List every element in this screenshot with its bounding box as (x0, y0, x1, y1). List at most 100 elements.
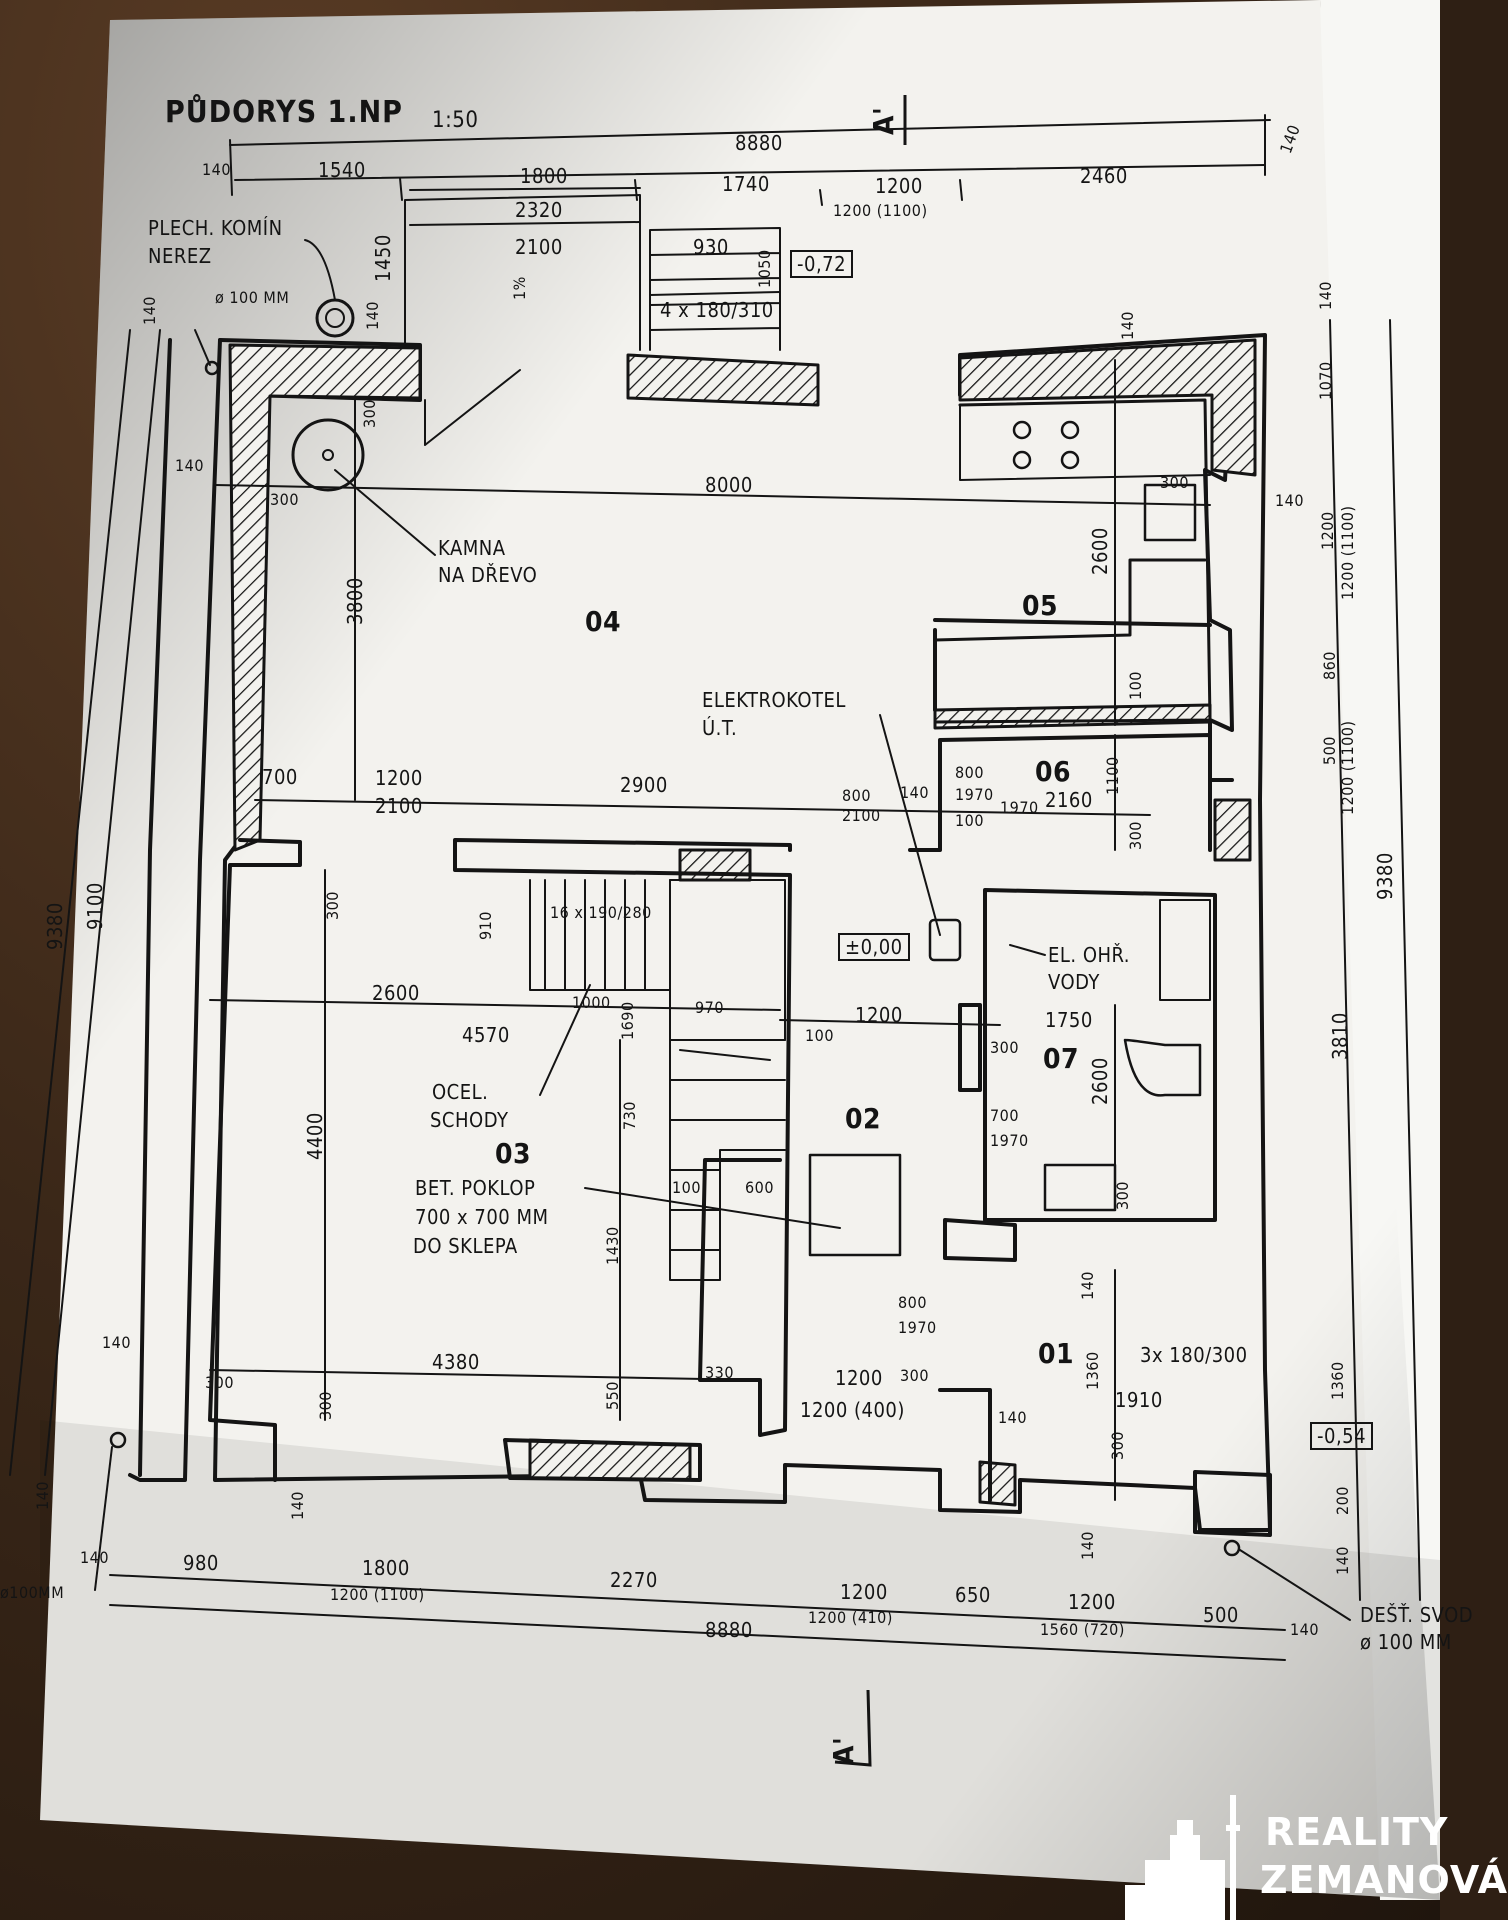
dim: 2270 (610, 1568, 658, 1592)
dim: 300 (323, 891, 342, 920)
leader-line (334, 469, 436, 556)
interior-wall (958, 1003, 982, 1092)
interior-wall (983, 888, 1217, 1222)
dim: 1800 (362, 1556, 410, 1580)
kitchen-counter-edge (959, 404, 1211, 481)
leader-line (879, 714, 941, 936)
dim: 1200 (835, 1366, 883, 1390)
interior-wall (208, 838, 302, 1482)
dim-line (109, 1574, 1286, 1661)
dim: 730 (620, 1101, 639, 1130)
dim: 1200 (1100) (1338, 720, 1357, 815)
dim: 16 x 190/280 (550, 903, 652, 922)
stove (291, 418, 365, 492)
interior-wall (938, 1388, 992, 1502)
dim: 1070 (1316, 361, 1335, 400)
dim: 1970 (990, 1131, 1029, 1150)
dim: 200 (1333, 1486, 1352, 1515)
dim: 300 (1108, 1431, 1127, 1460)
dim: 1800 (520, 164, 568, 188)
dim: 800 (842, 786, 871, 805)
note-chimney: NEREZ (148, 244, 212, 268)
toilet (1123, 1038, 1202, 1097)
dim-line (9, 319, 1421, 1601)
wall-hatch (1213, 798, 1252, 862)
dim: 800 (898, 1293, 927, 1312)
door-swing (424, 369, 521, 446)
dim: 140 (102, 1333, 131, 1352)
leader-line (194, 329, 211, 366)
leader-line (1009, 944, 1046, 956)
note-hatch: DO SKLEPA (413, 1234, 518, 1258)
dim: 550 (603, 1381, 622, 1410)
watermark-text: ZEMANOVÁ (1260, 1858, 1508, 1902)
dim-line (229, 114, 1266, 206)
hob-burner (1060, 450, 1080, 470)
shower (1159, 899, 1211, 1001)
stair-treads (529, 879, 671, 991)
dim: 100 (1126, 671, 1145, 700)
dim: 1740 (722, 172, 770, 196)
downspout (109, 1431, 127, 1449)
dim: 2600 (1088, 1057, 1112, 1105)
dim: 1970 (898, 1318, 937, 1337)
dim: 4570 (462, 1023, 510, 1047)
room-number: 01 (1038, 1337, 1075, 1370)
dim: 2100 (375, 794, 423, 818)
dim: 1200 (875, 174, 923, 198)
dim: 140 (1316, 281, 1335, 310)
dim: 1200 (1068, 1590, 1116, 1614)
dim: 140 (1078, 1531, 1097, 1560)
dim: 650 (955, 1583, 991, 1607)
dim: 4380 (432, 1350, 480, 1374)
interior-wall (908, 733, 1212, 852)
dim: 9100 (83, 882, 107, 930)
leader-line (94, 1446, 113, 1591)
dim: 140 (288, 1491, 307, 1520)
water-heater (928, 918, 962, 962)
level-terrace: -0,72 (790, 250, 854, 278)
watermark-text: REALITY (1265, 1810, 1449, 1854)
outer-wall-line (138, 338, 172, 1477)
note-water-heater: EL. OHŘ. (1048, 943, 1131, 967)
dim: 140 (33, 1481, 52, 1510)
dim: 300 (316, 1391, 335, 1420)
note-stairs: OCEL. (432, 1080, 489, 1104)
dim: 1200 (1100) (1338, 505, 1357, 600)
dim: 700 (990, 1106, 1019, 1125)
dim: 1200 (1318, 511, 1337, 550)
wall-hatch (228, 343, 422, 852)
dim: 3x 180/300 (1140, 1343, 1248, 1367)
dim: 330 (705, 1363, 734, 1382)
section-label-top: A' (867, 106, 900, 135)
wall-hatch (978, 1460, 1017, 1507)
dim: 1910 (1115, 1388, 1163, 1412)
dim: 140 (1118, 311, 1137, 340)
watermark-logo: REALITY ZEMANOVÁ (1125, 1780, 1507, 1920)
dim: 140 (1290, 1620, 1319, 1639)
note-downspout: ø 100 MM (1360, 1630, 1452, 1654)
dim: 1200 (400) (800, 1398, 905, 1422)
dim: 600 (745, 1178, 774, 1197)
dim: 980 (183, 1551, 219, 1575)
dim: 860 (1320, 651, 1339, 680)
stair-landing (669, 879, 786, 1041)
interior-wall (453, 838, 792, 1437)
dim: 1200 (410) (808, 1608, 893, 1627)
leader-line (1239, 1549, 1351, 1621)
dim: 300 (270, 490, 299, 509)
interior-wall (1193, 1470, 1272, 1537)
dim: 140 (1333, 1546, 1352, 1575)
section-marker-bottom (834, 1689, 872, 1767)
plan-scale: 1:50 (432, 108, 479, 133)
hob-burner (1012, 450, 1032, 470)
dim: 1970 (1000, 798, 1039, 817)
dim: 2100 (842, 806, 881, 825)
dim: 1200 (1100) (330, 1585, 425, 1604)
dim: 300 (900, 1366, 929, 1385)
leader-line (584, 1187, 841, 1229)
dim: 140 (202, 160, 231, 179)
floor-plan-drawing (9, 0, 1440, 1900)
interior-wall (503, 1438, 702, 1482)
dim: 1450 (371, 234, 395, 282)
